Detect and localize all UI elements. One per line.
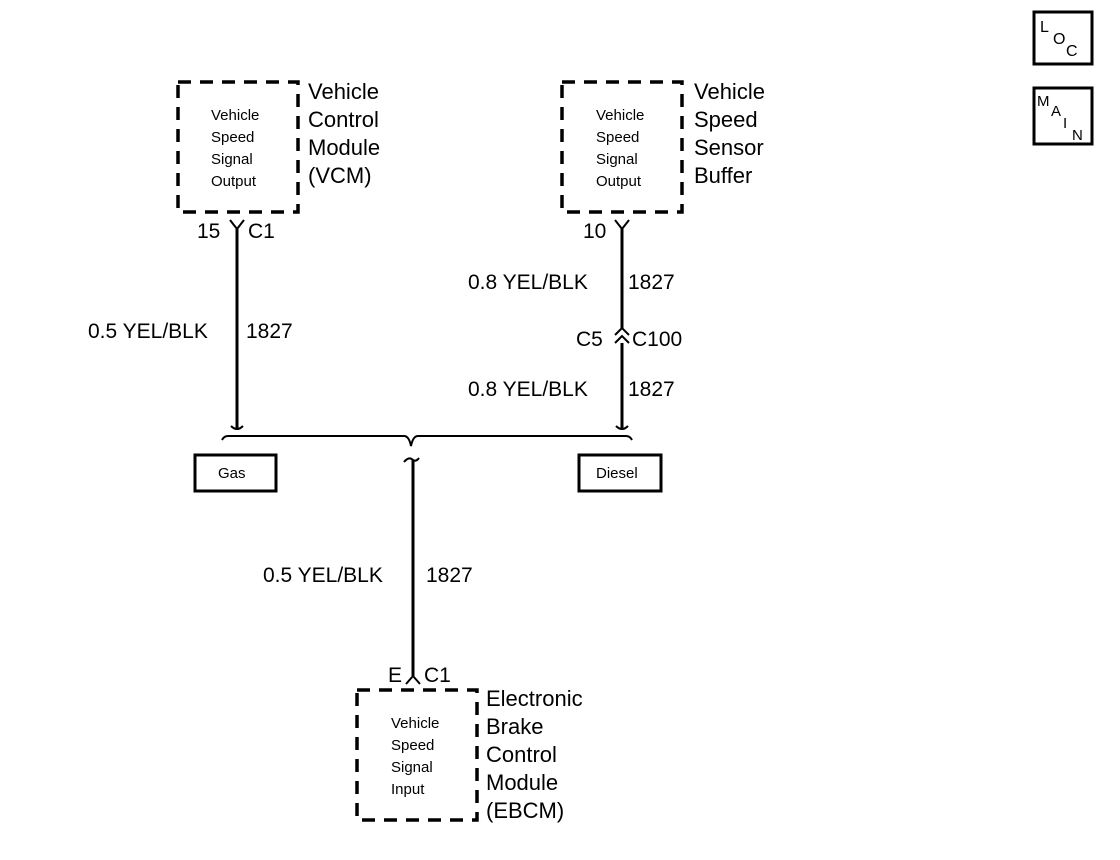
wire-bottom-gauge: 0.5 YEL/BLK (263, 564, 383, 587)
vcm-inner-line-2: Speed (211, 129, 254, 146)
vcm-label-line-1: Vehicle (308, 79, 379, 104)
vcm-terminal-icon (229, 219, 245, 231)
wire-bottom-circuit: 1827 (426, 564, 473, 587)
option-gas: Gas (193, 453, 278, 493)
vcm-inner-line-3: Signal (211, 151, 253, 168)
vcm-inner-line-4: Output (211, 173, 257, 190)
vssb-terminal-icon (614, 219, 630, 231)
wire-right-lower-gauge: 0.8 YEL/BLK (468, 378, 588, 401)
inline-connector-name: C100 (632, 328, 682, 351)
wire-left-end-icon (230, 425, 244, 430)
vcm-label-line-2: Control (308, 107, 379, 132)
vcm-label-line-4: (VCM) (308, 163, 372, 188)
ebcm-label-line-1: Electronic (486, 686, 583, 711)
ebcm-terminal-icon (405, 674, 421, 685)
wire-right-lower-circuit: 1827 (628, 378, 675, 401)
main-button[interactable]: M A I N (1032, 86, 1094, 146)
inline-connector-pin: C5 (576, 328, 603, 351)
ebcm-inner-line-1: Vehicle (391, 715, 439, 732)
vssb-box (560, 80, 684, 214)
option-diesel-label: Diesel (596, 465, 638, 482)
wire-left-gauge: 0.5 YEL/BLK (88, 320, 208, 343)
connector-upper-chevron-icon (614, 326, 630, 336)
ebcm-label-line-4: Module (486, 770, 558, 795)
ebcm-label-line-2: Brake (486, 714, 543, 739)
wire-right-upper-circuit: 1827 (628, 271, 675, 294)
ebcm-inner-line-2: Speed (391, 737, 434, 754)
wire-right-end-icon (615, 425, 629, 430)
vssb-inner-line-4: Output (596, 173, 642, 190)
ebcm-inner-line-4: Input (391, 781, 425, 798)
ebcm-box (355, 688, 479, 822)
option-diesel: Diesel (577, 453, 663, 493)
ebcm-pin: E (388, 664, 402, 687)
ebcm-label-line-3: Control (486, 742, 557, 767)
vcm-box (176, 80, 300, 214)
ebcm-component: E C1 Vehicle Speed Signal Input Electron… (355, 664, 583, 823)
vcm-inner-line-1: Vehicle (211, 107, 259, 124)
vssb-label-line-3: Sensor (694, 135, 764, 160)
vssb-inner-line-1: Vehicle (596, 107, 644, 124)
ebcm-label-line-5: (EBCM) (486, 798, 564, 823)
inline-connector-c100: C5 C100 (576, 326, 682, 351)
loc-letter-c: C (1066, 43, 1078, 60)
connector-lower-chevron-icon (614, 334, 630, 344)
vssb-component: Vehicle Speed Signal Output Vehicle Spee… (560, 79, 765, 243)
loc-letter-l: L (1040, 19, 1049, 36)
vssb-label-line-1: Vehicle (694, 79, 765, 104)
vssb-label-line-2: Speed (694, 107, 758, 132)
ebcm-connector: C1 (424, 664, 451, 687)
main-letter-i: I (1063, 115, 1067, 132)
loc-button[interactable]: L O C (1032, 10, 1094, 66)
main-letter-n: N (1072, 127, 1083, 144)
vssb-inner-line-3: Signal (596, 151, 638, 168)
option-bracket (221, 435, 633, 447)
vcm-pin: 15 (197, 220, 220, 243)
main-letter-a: A (1051, 103, 1061, 120)
vcm-component: Vehicle Speed Signal Output Vehicle Cont… (176, 79, 380, 243)
wire-left-circuit: 1827 (246, 320, 293, 343)
vcm-connector: C1 (248, 220, 275, 243)
vssb-label-line-4: Buffer (694, 163, 752, 188)
main-letter-m: M (1037, 93, 1050, 110)
wire-right-upper-gauge: 0.8 YEL/BLK (468, 271, 588, 294)
vcm-label-line-3: Module (308, 135, 380, 160)
ebcm-inner-line-3: Signal (391, 759, 433, 776)
vssb-inner-line-2: Speed (596, 129, 639, 146)
loc-letter-o: O (1053, 31, 1065, 48)
vssb-pin: 10 (583, 220, 606, 243)
option-gas-label: Gas (218, 465, 246, 482)
